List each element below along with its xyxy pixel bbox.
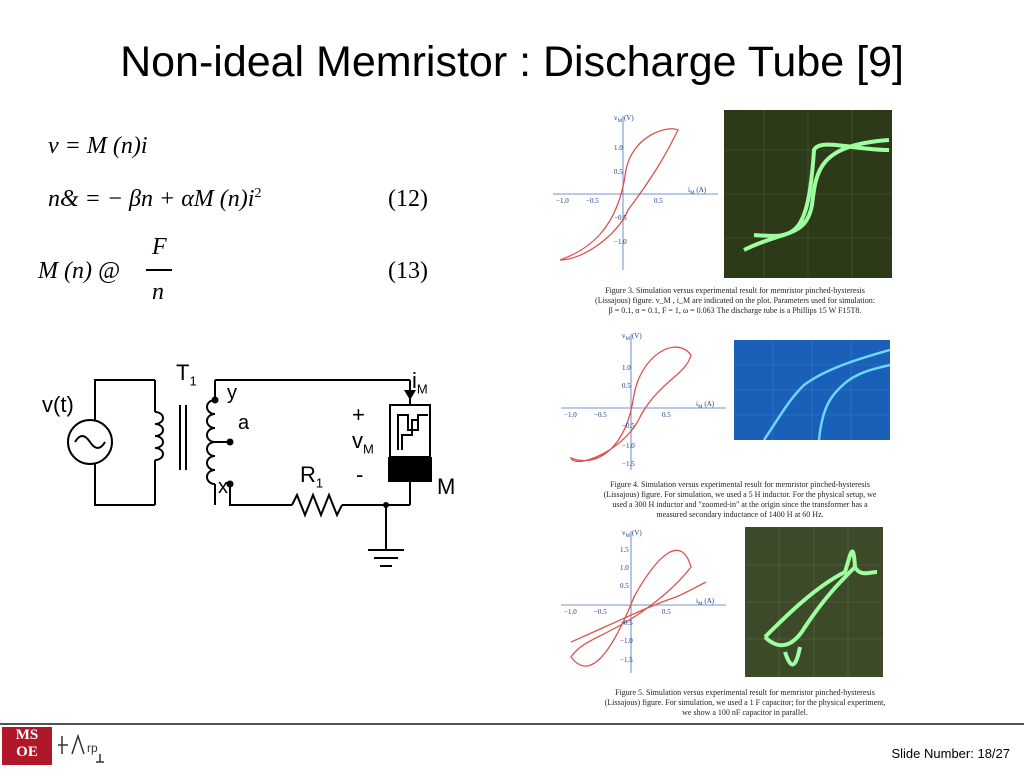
equation-2-number: (12) xyxy=(388,186,428,212)
tap-a-label: a xyxy=(238,412,250,434)
x-axis-label: iM(A) xyxy=(696,597,715,607)
fraction-denominator: n xyxy=(152,279,164,305)
equation-3-left: M (n) @ xyxy=(38,258,121,284)
y-tick-label: −1.0 xyxy=(620,637,633,645)
y-tick-label: 0.5 xyxy=(622,382,631,390)
x-axis-label: iM(A) xyxy=(696,400,715,410)
x-tick-label: 0.5 xyxy=(662,608,671,616)
resistor-label: R1 xyxy=(300,462,324,491)
figure-4-caption: Figure 4. Simulation versus experimental… xyxy=(603,480,877,519)
hair-lab-logo-mark: rp xyxy=(58,733,104,763)
y-axis-label: vM(V) xyxy=(622,332,642,342)
y-tick-label: −0.5 xyxy=(620,619,633,627)
x-tick-label: 0.5 xyxy=(654,197,663,205)
y-axis-label: vM(V) xyxy=(622,529,642,539)
footer-divider xyxy=(0,723,1024,725)
x-tick-label: 0.5 xyxy=(662,411,671,419)
transformer-label: T1 xyxy=(176,360,197,389)
y-tick-label: 0.5 xyxy=(620,582,629,590)
equation-3-number: (13) xyxy=(388,258,428,284)
hair-lab-text: rp xyxy=(87,741,98,755)
equation-1: v = M (n)i xyxy=(48,133,148,159)
scope-photo-2 xyxy=(734,340,890,440)
y-tick-label: −1.5 xyxy=(622,460,635,468)
y-tick-label: 1.5 xyxy=(620,546,629,554)
y-tick-label: −1.0 xyxy=(622,442,635,450)
scope-photo-3 xyxy=(745,527,883,677)
hysteresis-plot-3: −1.0 −0.5 0.5 1.5 1.0 0.5 −0.5 −1.0 −1.5… xyxy=(561,529,726,673)
y-tick-label: −0.5 xyxy=(622,422,635,430)
slide-number: Slide Number: 18/27 xyxy=(891,746,1010,761)
circuit-diagram xyxy=(67,379,432,567)
tap-x-label: x xyxy=(218,476,228,498)
msoe-logo: MS OE xyxy=(2,727,52,765)
y-tick-label: −1.5 xyxy=(620,656,633,664)
x-tick-label: −0.5 xyxy=(594,608,607,616)
current-label: iM xyxy=(412,368,428,397)
y-tick-label: 1.0 xyxy=(620,564,629,572)
x-axis-label: iM(A) xyxy=(688,186,707,196)
y-tick-label: −0.5 xyxy=(614,214,627,222)
hysteresis-plot-1: −1.0 −0.5 0.5 1.0 0.5 −0.5 −1.0 vM(V) iM… xyxy=(553,114,718,270)
tap-y-label: y xyxy=(227,382,237,404)
x-tick-label: −0.5 xyxy=(594,411,607,419)
figure-5-caption: Figure 5. Simulation versus experimental… xyxy=(604,688,886,717)
y-axis-label: vM(V) xyxy=(614,114,634,124)
slide-title: Non-ideal Memristor : Discharge Tube [9] xyxy=(120,38,904,86)
y-tick-label: 1.0 xyxy=(614,144,623,152)
source-label: v(t) xyxy=(42,392,74,417)
x-tick-label: −1.0 xyxy=(556,197,569,205)
y-tick-label: 1.0 xyxy=(622,364,631,372)
fraction-bar xyxy=(146,269,172,271)
voltage-label: vM xyxy=(352,428,374,457)
hysteresis-plot-2: −1.0 −0.5 0.5 1.0 0.5 −0.5 −1.0 −1.5 vM(… xyxy=(561,332,726,470)
figure-3-caption: Figure 3. Simulation versus experimental… xyxy=(595,286,875,315)
x-tick-label: −1.0 xyxy=(564,608,577,616)
device-label: M xyxy=(437,474,456,499)
hair-lab-logo: rp xyxy=(56,728,108,769)
fraction-numerator: F xyxy=(152,234,167,260)
scope-photo-1 xyxy=(724,110,892,278)
y-tick-label: −1.0 xyxy=(614,238,627,246)
plus-sign: + xyxy=(352,402,365,427)
y-tick-label: 0.5 xyxy=(614,168,623,176)
minus-sign: - xyxy=(356,462,364,487)
x-tick-label: −0.5 xyxy=(586,197,599,205)
x-tick-label: −1.0 xyxy=(564,411,577,419)
equation-2: n& = − βn + αM (n)i2 xyxy=(48,186,262,212)
